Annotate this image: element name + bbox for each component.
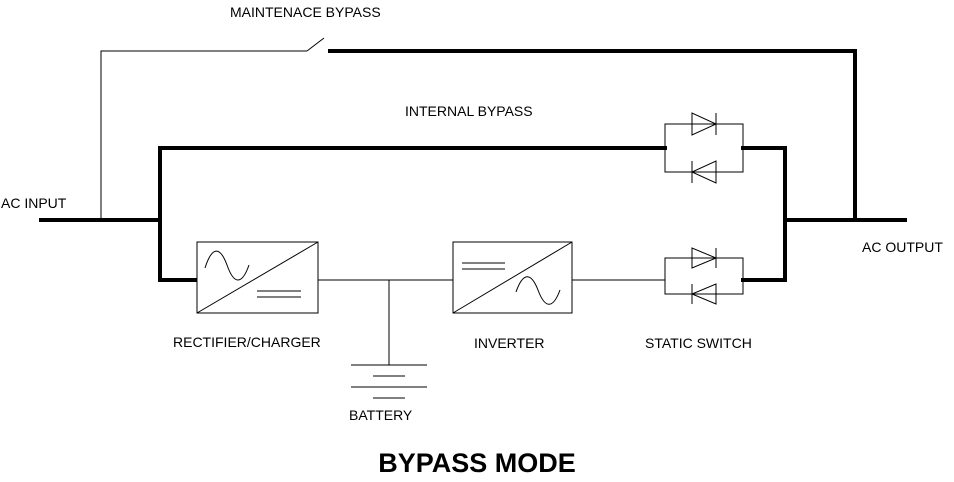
diagram-title: BYPASS MODE — [378, 448, 576, 478]
internal-bypass-path — [158, 146, 787, 222]
battery-label: BATTERY — [349, 407, 413, 423]
diode-forward-icon — [691, 247, 718, 269]
inverter-label: INVERTER — [474, 335, 545, 351]
ac-sine-icon — [204, 250, 250, 281]
main-static-switch — [664, 247, 744, 305]
diode-forward-icon — [691, 112, 718, 136]
maintenance-bypass-label: MAINTENACE BYPASS — [230, 4, 381, 20]
maintenance-bypass-switch — [306, 37, 325, 52]
rectifier-feed-line — [158, 218, 199, 282]
diode-reverse-icon — [690, 283, 717, 305]
rectifier-charger-block — [196, 241, 319, 314]
static-switch-output-line — [741, 218, 787, 282]
static-switch-label: STATIC SWITCH — [645, 335, 752, 351]
internal-bypass-label: INTERNAL BYPASS — [405, 103, 533, 119]
inverter-block — [452, 241, 573, 314]
ac-sine-icon — [515, 276, 561, 305]
ac-input-label: AC INPUT — [1, 195, 67, 211]
bypass-static-switch — [664, 112, 744, 184]
maintenance-bypass-path — [100, 37, 857, 222]
ac-output-label: AC OUTPUT — [862, 239, 943, 255]
diode-reverse-icon — [690, 160, 717, 184]
battery-symbol — [351, 280, 427, 399]
rectifier-charger-label: RECTIFIER/CHARGER — [173, 334, 321, 350]
